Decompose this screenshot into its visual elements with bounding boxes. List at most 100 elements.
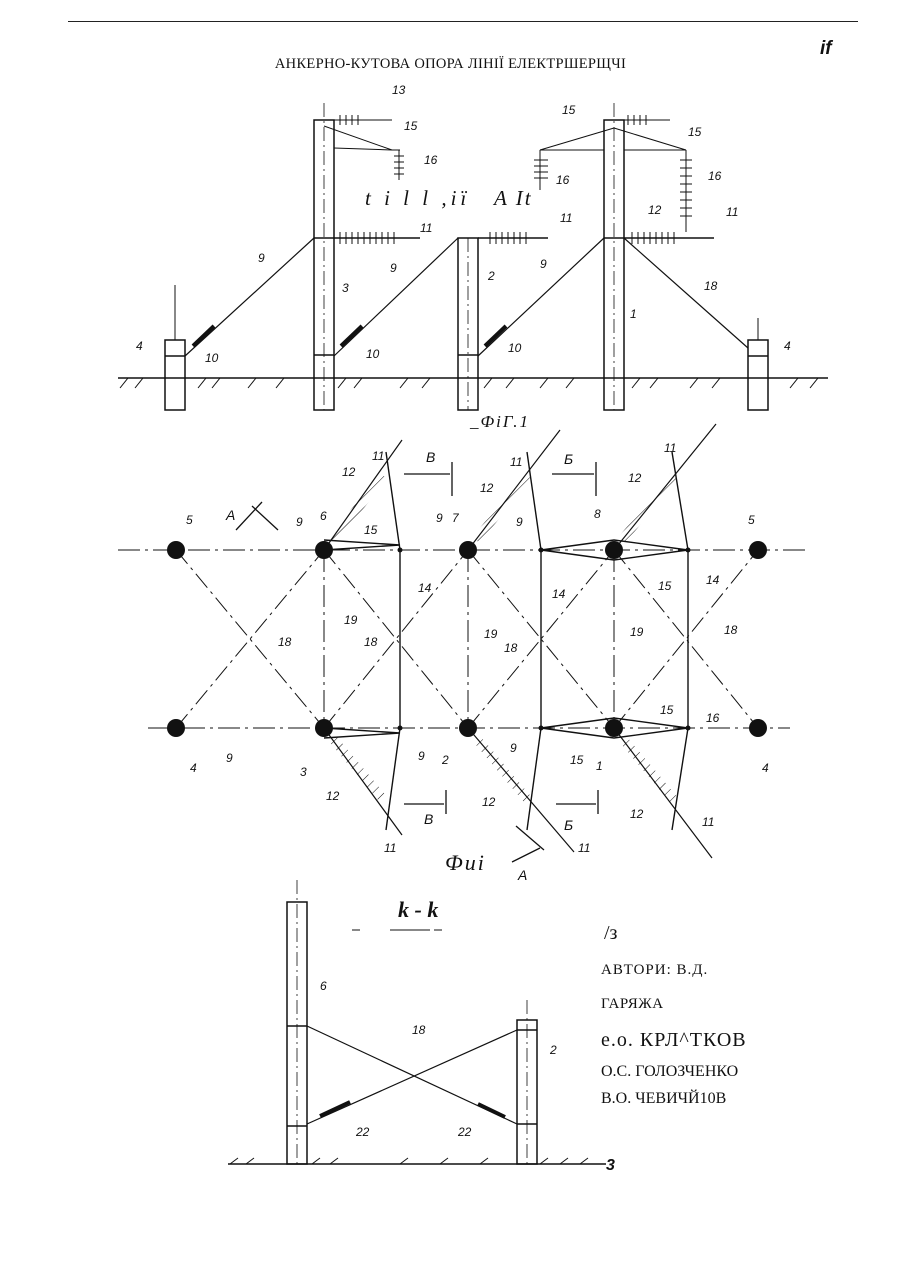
label-4: 4 — [190, 761, 197, 775]
label-7: 7 — [452, 511, 460, 525]
pole-3 — [314, 103, 334, 410]
section-title: k - k — [398, 897, 438, 923]
conductor-loops-15-16 — [324, 126, 692, 232]
pole-nodes — [167, 541, 767, 737]
label-Б-top: Б — [564, 451, 573, 467]
label-16: 16 — [424, 153, 438, 167]
label-A-bottom: A — [517, 867, 527, 883]
label-18: 18 — [364, 635, 378, 649]
label-9: 9 — [418, 749, 425, 763]
label-12: 12 — [342, 465, 356, 479]
fig1-annotation-right: A It — [494, 186, 533, 211]
fig1-annotation-left: t i l l ,iï — [365, 186, 470, 211]
figure-2-plan — [118, 424, 810, 862]
label-A-top: A — [225, 507, 235, 523]
label-18: 18 — [724, 623, 738, 637]
label-3: 3 — [300, 765, 307, 779]
page-number: 3 — [606, 1157, 615, 1175]
label-11: 11 — [510, 455, 522, 469]
pole-2 — [458, 238, 478, 410]
label-15: 15 — [658, 579, 672, 593]
label-10: 10 — [508, 341, 522, 355]
pole-2-section — [517, 1000, 537, 1164]
label-5: 5 — [748, 513, 755, 527]
figure-1-elevation — [118, 103, 828, 410]
label-11: 11 — [726, 205, 738, 219]
label-9: 9 — [296, 515, 303, 529]
label-1: 1 — [596, 759, 603, 773]
label-16: 16 — [708, 169, 722, 183]
pole-6-section — [287, 880, 307, 1164]
turnbuckles-10 — [193, 326, 506, 346]
label-18: 18 — [504, 641, 518, 655]
section-markers — [236, 462, 598, 862]
label-3: 3 — [342, 281, 349, 295]
figure-2-caption: Фиі — [445, 850, 486, 876]
label-9: 9 — [510, 741, 517, 755]
hatched-insulators-12 — [332, 476, 674, 800]
label-18: 18 — [412, 1023, 426, 1037]
label-B-top: B — [426, 449, 435, 465]
label-12: 12 — [648, 203, 662, 217]
fig3-callouts: 6 2 18 22 22 — [320, 979, 557, 1139]
figure-1-caption: _ФіГ.1 — [470, 412, 530, 432]
label-13: 13 — [392, 83, 406, 97]
figure-3-mark: /з — [604, 922, 617, 945]
label-2: 2 — [487, 269, 495, 283]
author-line: ГАРЯЖА — [601, 996, 664, 1013]
author-line: В.О. ЧЕВИЧЙ10В — [601, 1090, 726, 1108]
label-8: 8 — [594, 507, 601, 521]
label-14: 14 — [552, 587, 566, 601]
label-10: 10 — [205, 351, 219, 365]
label-14: 14 — [706, 573, 720, 587]
label-11: 11 — [420, 221, 432, 235]
label-2: 2 — [549, 1043, 557, 1057]
label-18: 18 — [278, 635, 292, 649]
label-1: 1 — [630, 307, 637, 321]
tensioners-22 — [320, 1102, 505, 1117]
label-16: 16 — [556, 173, 570, 187]
label-11: 11 — [384, 841, 396, 855]
ground-line-fig1 — [118, 378, 828, 388]
label-15: 15 — [364, 523, 378, 537]
label-12: 12 — [326, 789, 340, 803]
anchor-post-4-right — [748, 318, 768, 410]
label-14: 14 — [418, 581, 432, 595]
pole-1 — [604, 103, 624, 410]
label-11: 11 — [702, 815, 714, 829]
label-11: 11 — [560, 211, 572, 225]
label-10: 10 — [366, 347, 380, 361]
label-12: 12 — [628, 471, 642, 485]
label-11: 11 — [664, 441, 676, 455]
label-22: 22 — [355, 1125, 370, 1139]
label-4: 4 — [762, 761, 769, 775]
anchor-post-4-left — [165, 285, 185, 410]
label-12: 12 — [482, 795, 496, 809]
label-9: 9 — [390, 261, 397, 275]
label-9: 9 — [226, 751, 233, 765]
label-15: 15 — [404, 119, 418, 133]
label-B-bottom: B — [424, 811, 433, 827]
label-12: 12 — [480, 481, 494, 495]
label-9: 9 — [258, 251, 265, 265]
label-22: 22 — [457, 1125, 472, 1139]
label-6: 6 — [320, 509, 327, 523]
label-9: 9 — [540, 257, 547, 271]
guy-wires-9 — [185, 238, 748, 356]
label-16: 16 — [706, 711, 720, 725]
label-4: 4 — [784, 339, 791, 353]
label-19: 19 — [344, 613, 358, 627]
label-6: 6 — [320, 979, 327, 993]
author-line: О.С. ГОЛОЗЧЕНКО — [601, 1063, 738, 1081]
label-18: 18 — [704, 279, 718, 293]
label-5: 5 — [186, 513, 193, 527]
label-12: 12 — [630, 807, 644, 821]
label-Б-bottom: Б — [564, 817, 573, 833]
label-9: 9 — [436, 511, 443, 525]
label-2: 2 — [441, 753, 449, 767]
label-15: 15 — [570, 753, 584, 767]
label-11: 11 — [578, 841, 590, 855]
label-19: 19 — [484, 627, 498, 641]
label-9: 9 — [516, 515, 523, 529]
label-15: 15 — [562, 103, 576, 117]
